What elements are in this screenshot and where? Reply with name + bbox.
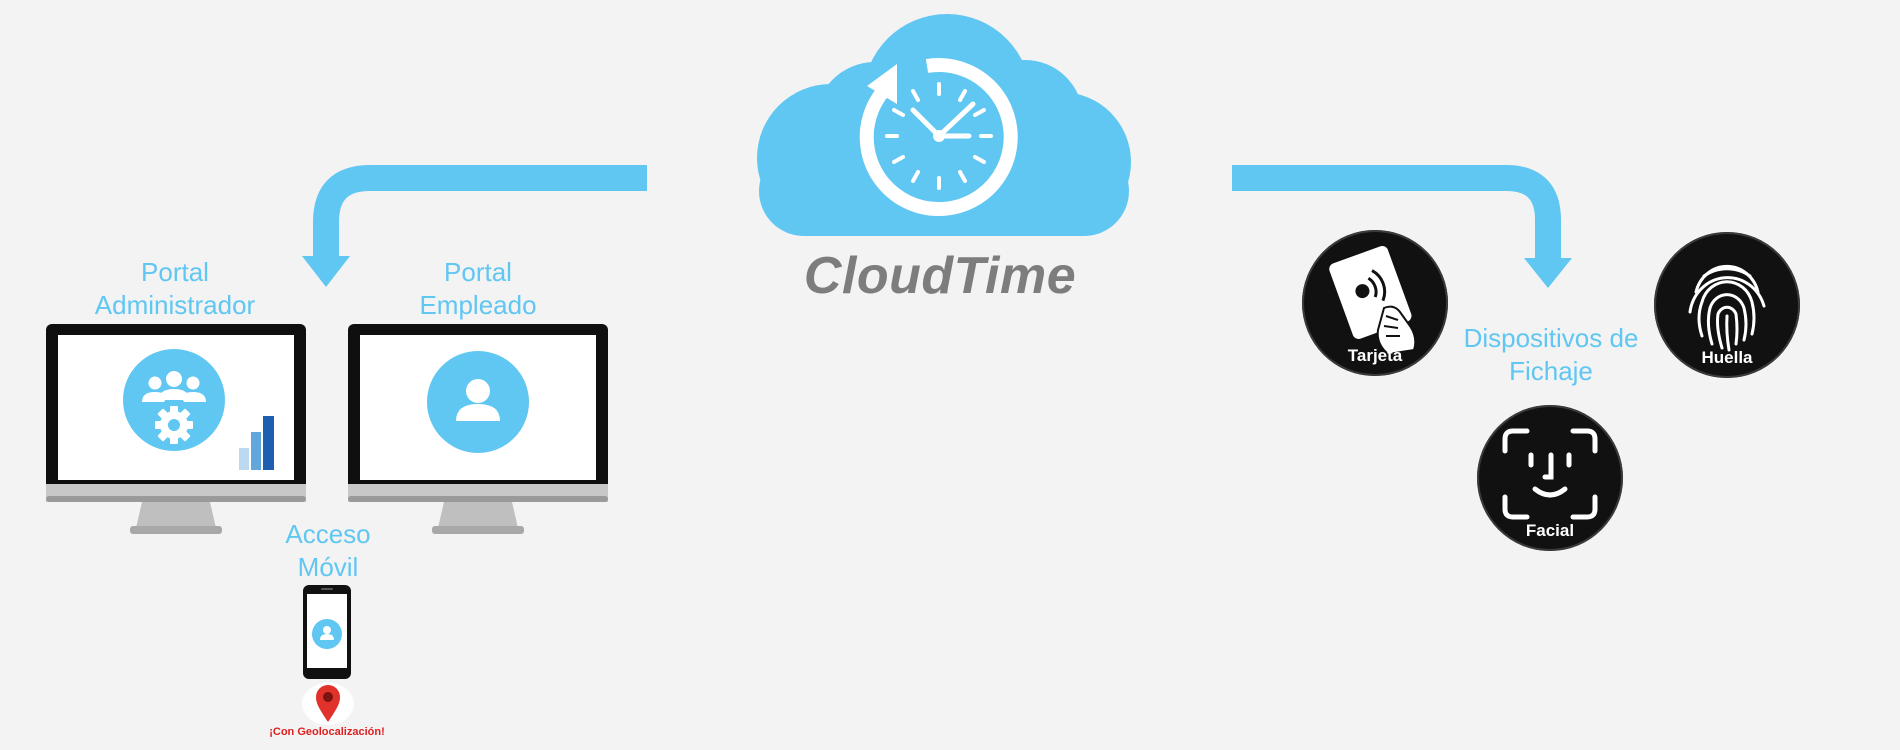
cloud-icon [757, 14, 1131, 236]
user-icon [427, 351, 529, 453]
face-badge: Facial [1477, 405, 1623, 551]
card-label: Tarjeta [1347, 346, 1403, 365]
fingerprint-icon [1688, 265, 1766, 352]
mobile-access-label-line2: Móvil [297, 552, 359, 582]
face-id-icon [1502, 428, 1598, 520]
devices-label: Dispositivos de Fichaje [1446, 322, 1656, 388]
fingerprint-label: Huella [1701, 348, 1753, 367]
right-arrow [1232, 165, 1572, 288]
devices-label-line2: Fichaje [1509, 356, 1593, 386]
users-gear-icon [123, 349, 225, 451]
bar-chart-icon [239, 416, 274, 470]
mobile-phone [303, 585, 351, 679]
mobile-access-label-line1: Acceso [285, 519, 371, 549]
fingerprint-badge: Huella [1654, 232, 1800, 378]
employee-portal-label-line1: Portal [444, 257, 512, 287]
admin-monitor [46, 324, 306, 534]
phone-user-icon [312, 619, 342, 649]
employee-monitor [348, 324, 608, 534]
mobile-access-label: Acceso Móvil [228, 518, 428, 584]
clock-icon [859, 58, 1018, 217]
employee-portal-label-line2: Empleado [419, 290, 537, 320]
face-label: Facial [1525, 521, 1575, 540]
brand-title: CloudTime [803, 247, 1077, 305]
left-arrow [302, 165, 647, 287]
admin-portal-label: Portal Administrador [60, 256, 290, 322]
card-hand-icon [1329, 245, 1417, 356]
admin-portal-label-line1: Portal [141, 257, 209, 287]
employee-portal-label: Portal Empleado [368, 256, 588, 322]
geolocation-note: ¡Con Geolocalización! [269, 726, 385, 738]
card-badge: Tarjeta [1302, 230, 1448, 376]
devices-label-line1: Dispositivos de [1463, 323, 1639, 353]
map-pin-icon [302, 683, 354, 725]
admin-portal-label-line2: Administrador [94, 290, 256, 320]
